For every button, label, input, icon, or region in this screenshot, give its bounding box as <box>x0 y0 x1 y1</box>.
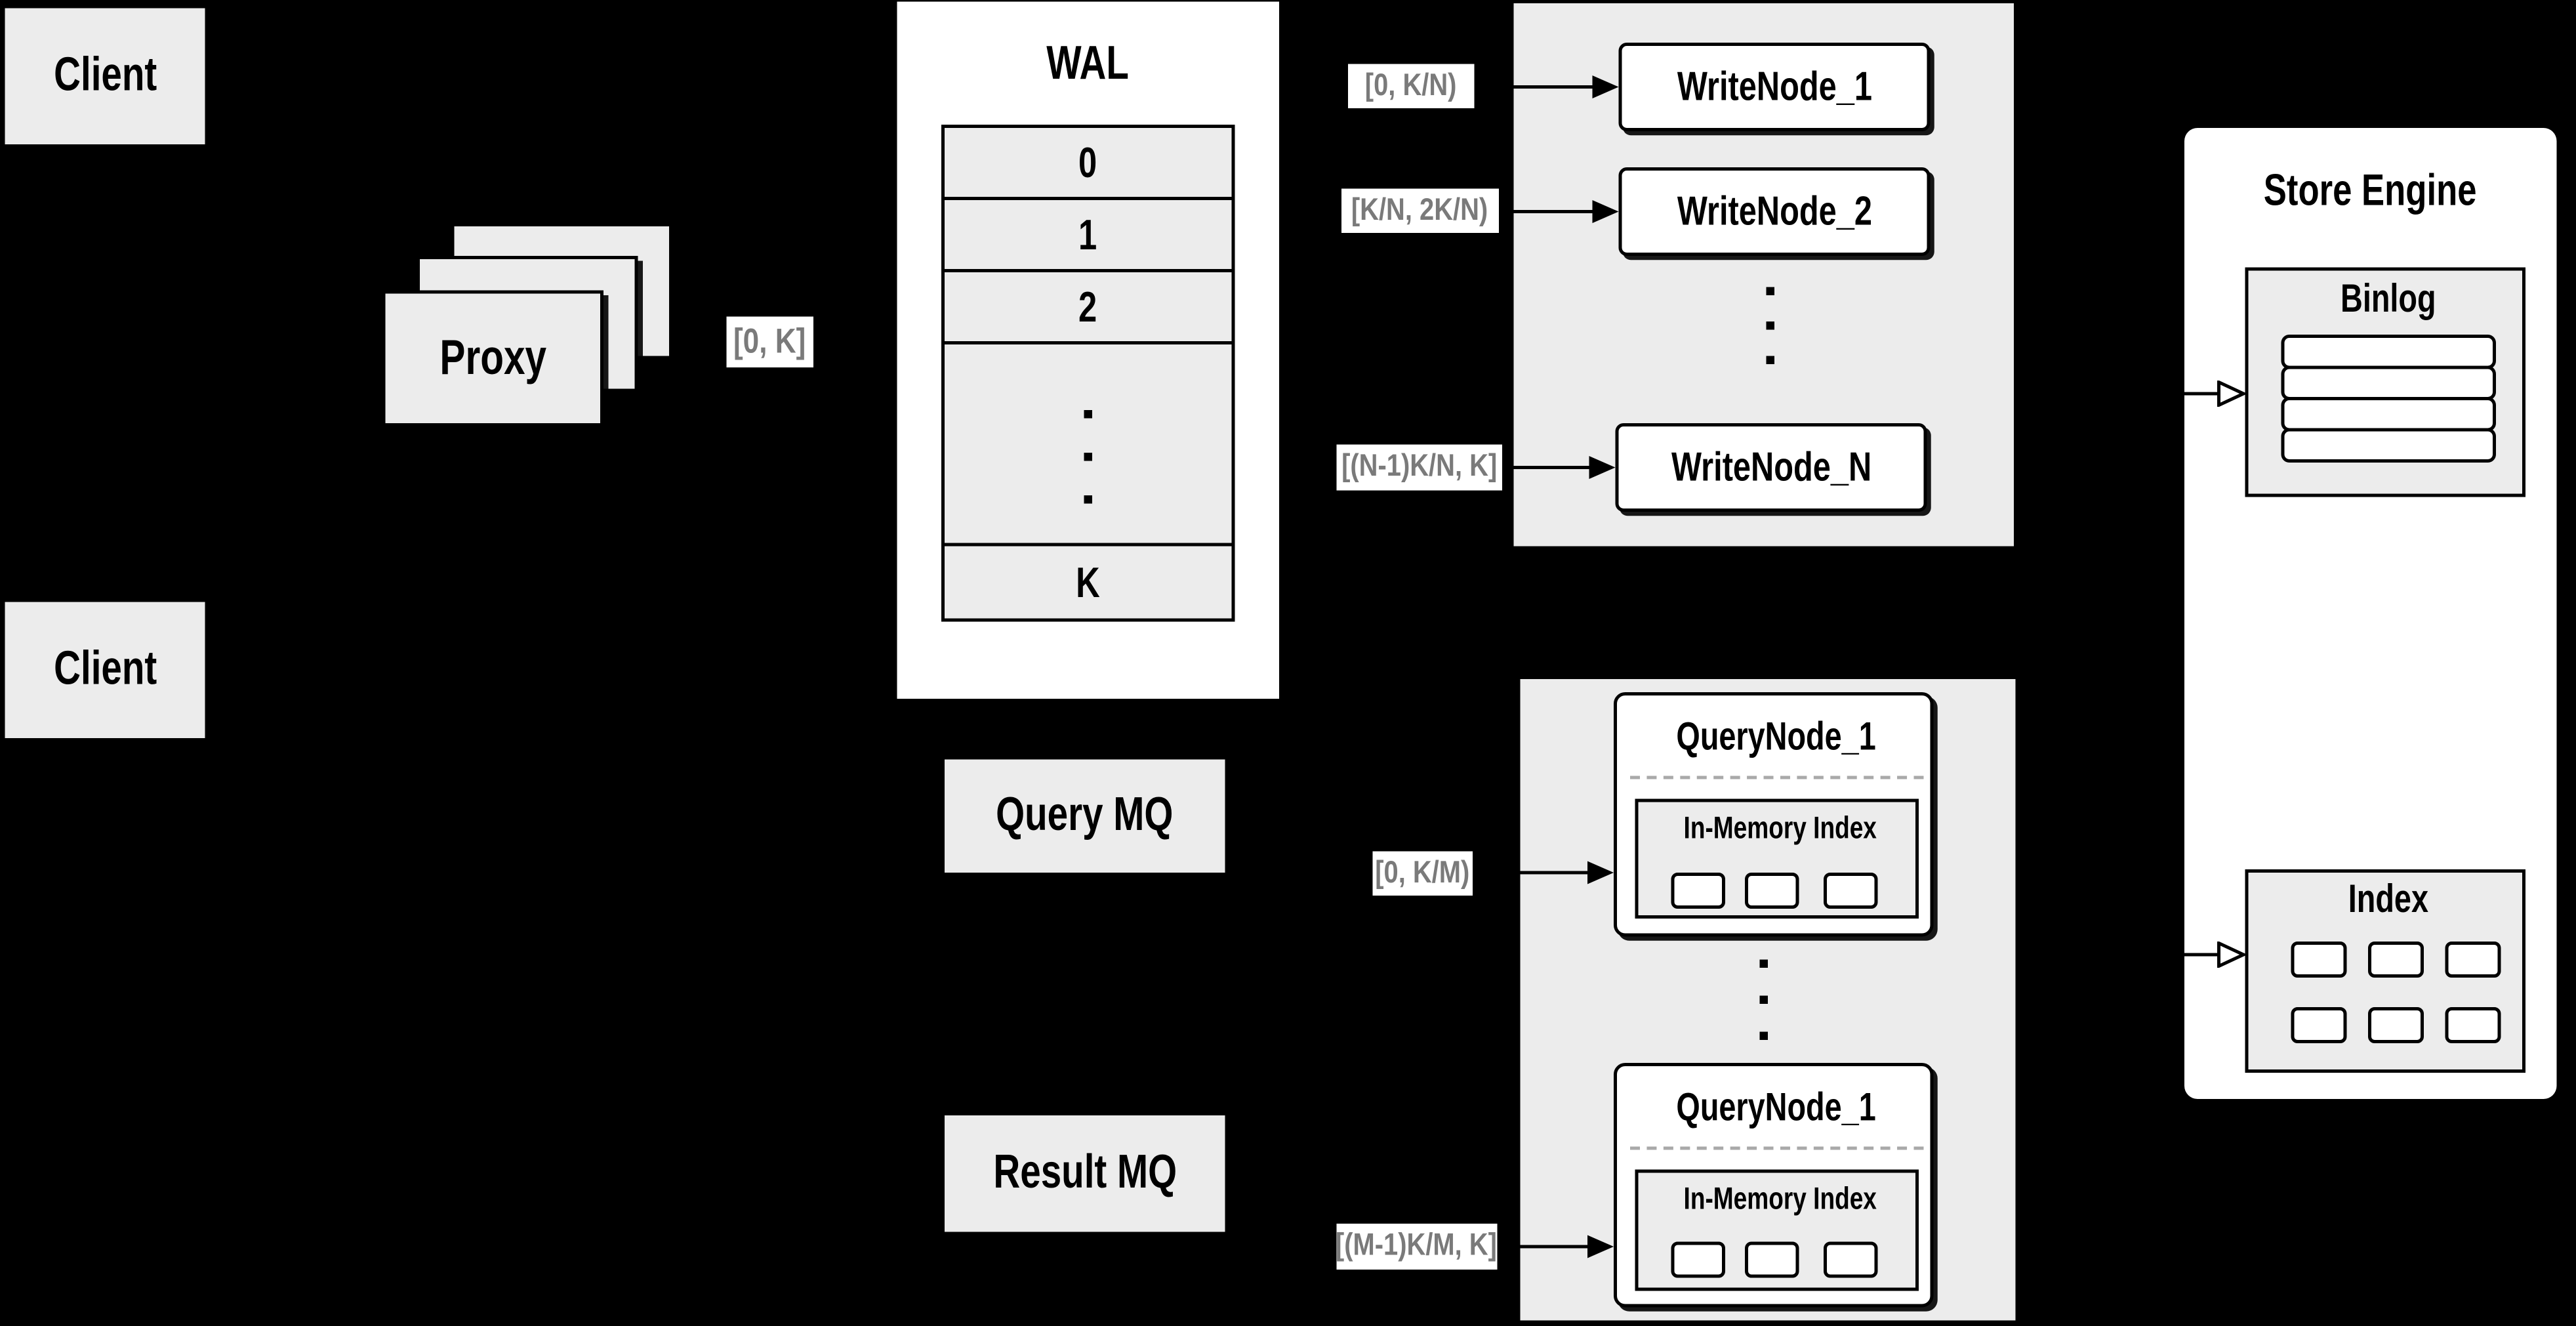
write-node-ellipsis-dot <box>1766 287 1774 295</box>
wal-slot-1: 1 <box>941 197 1235 272</box>
range-label-write-node-n: [(N-1)K/N, K] <box>1336 444 1502 491</box>
write-node-1-box: WriteNode_1 <box>1618 43 1931 131</box>
client-bottom-box: Client <box>5 602 205 738</box>
in-memory-index-bottom-box: In-Memory Index <box>1635 1169 1919 1291</box>
binlog-segment <box>2281 335 2496 369</box>
query-node-ellipsis-dot <box>1759 1031 1768 1040</box>
binlog-title-wrap: Binlog <box>2249 276 2529 325</box>
segment-cell <box>1745 873 1799 909</box>
arrow-line-query-node-top <box>1520 870 1594 875</box>
query-node-ellipsis-dot <box>1759 959 1768 968</box>
index-box: Index <box>2245 869 2529 1073</box>
wal-title: WAL <box>1046 37 1130 90</box>
open-arrowhead-icon <box>2217 942 2245 968</box>
arrow-line-binlog <box>2184 391 2224 396</box>
binlog-segment <box>2281 428 2496 463</box>
arrow-line-index <box>2184 952 2224 957</box>
index-cell <box>2445 942 2501 978</box>
query-node-bottom-title-wrap: QueryNode_1 <box>1617 1083 1937 1135</box>
wal-ellipsis-dot <box>1084 453 1092 461</box>
range-label-query-node-top: [0, K/M) <box>1372 851 1473 896</box>
proxy-box-front: Proxy <box>382 290 603 426</box>
query-node-top-box: QueryNode_1 In-Memory Index <box>1614 692 1934 937</box>
index-cell <box>2368 942 2424 978</box>
arrow-line-write-node-n <box>1513 465 1593 470</box>
store-engine-title-wrap: Store Engine <box>2184 161 2557 220</box>
wal-ellipsis-dot <box>1084 410 1092 419</box>
segment-cell <box>1671 873 1725 909</box>
range-label-query-node-bottom: [(M-1)K/M, K] <box>1336 1224 1498 1270</box>
dashed-divider <box>1630 776 1924 779</box>
arrow-line-write-node-1 <box>1513 85 1596 89</box>
wal-slot-ellipsis <box>941 341 1235 547</box>
in-memory-index-top-title-wrap: In-Memory Index <box>1683 812 1877 847</box>
wal-slot-2: 2 <box>941 269 1235 344</box>
segment-cell <box>1824 873 1878 909</box>
arrowhead-icon <box>1592 200 1619 223</box>
store-engine-panel: Store Engine Binlog Index <box>2184 128 2557 1099</box>
query-mq-label: Query MQ <box>996 789 1174 842</box>
arrowhead-icon <box>1589 456 1616 479</box>
binlog-segment <box>2281 397 2496 432</box>
arrow-line-write-node-2 <box>1513 209 1596 214</box>
store-engine-title: Store Engine <box>2264 165 2478 215</box>
query-node-ellipsis-dot <box>1759 995 1768 1004</box>
index-cell <box>2445 1007 2501 1043</box>
arrowhead-icon <box>1592 75 1619 98</box>
in-memory-index-top-box: In-Memory Index <box>1635 798 1919 919</box>
result-mq-label: Result MQ <box>992 1146 1177 1199</box>
wal-ellipsis-dot <box>1084 495 1092 504</box>
dashed-divider <box>1630 1146 1924 1150</box>
query-node-top-title: QueryNode_1 <box>1677 715 1877 760</box>
in-memory-index-bottom-title-wrap: In-Memory Index <box>1683 1182 1877 1218</box>
segment-cell <box>1824 1241 1878 1278</box>
result-mq-box: Result MQ <box>945 1115 1225 1232</box>
wal-slot-k: K <box>941 543 1235 622</box>
index-title-wrap: Index <box>2249 878 2529 924</box>
query-node-top-title-wrap: QueryNode_1 <box>1617 712 1937 764</box>
arrow-line-query-node-bottom <box>1520 1244 1594 1249</box>
range-label-write-node-1: [0, K/N) <box>1348 64 1475 108</box>
segment-cell <box>1671 1241 1725 1278</box>
arrowhead-icon <box>1587 861 1614 884</box>
write-node-ellipsis-dot <box>1766 321 1774 330</box>
binlog-segments <box>2281 335 2496 463</box>
binlog-box: Binlog <box>2245 267 2529 497</box>
index-cell <box>2368 1007 2424 1043</box>
open-arrowhead-icon <box>2217 381 2245 407</box>
wal-panel: WAL 0 1 2 K <box>897 1 1280 699</box>
write-node-ellipsis-dot <box>1766 356 1774 364</box>
binlog-segment <box>2281 365 2496 400</box>
binlog-title: Binlog <box>2341 277 2437 322</box>
index-cell <box>2291 942 2347 978</box>
query-node-bottom-title: QueryNode_1 <box>1677 1086 1877 1130</box>
wal-slot-0: 0 <box>941 125 1235 200</box>
write-node-2-box: WriteNode_2 <box>1618 167 1931 256</box>
query-mq-box: Query MQ <box>945 759 1225 873</box>
client-top-box: Client <box>5 8 205 144</box>
arrowhead-icon <box>1587 1235 1614 1258</box>
index-title: Index <box>2348 877 2429 922</box>
segment-cell <box>1745 1241 1799 1278</box>
wal-slot-table: 0 1 2 K <box>941 125 1235 622</box>
write-node-n-box: WriteNode_N <box>1615 423 1927 512</box>
query-node-bottom-box: QueryNode_1 In-Memory Index <box>1614 1063 1934 1308</box>
proxy-label: Proxy <box>439 330 546 385</box>
client-bottom-label: Client <box>53 643 157 695</box>
wal-title-wrap: WAL <box>897 31 1280 97</box>
range-label-write-node-2: [K/N, 2K/N) <box>1341 188 1499 233</box>
index-cell <box>2291 1007 2347 1043</box>
client-top-label: Client <box>53 49 157 102</box>
range-label-proxy-to-wal: [0, K] <box>726 316 813 367</box>
